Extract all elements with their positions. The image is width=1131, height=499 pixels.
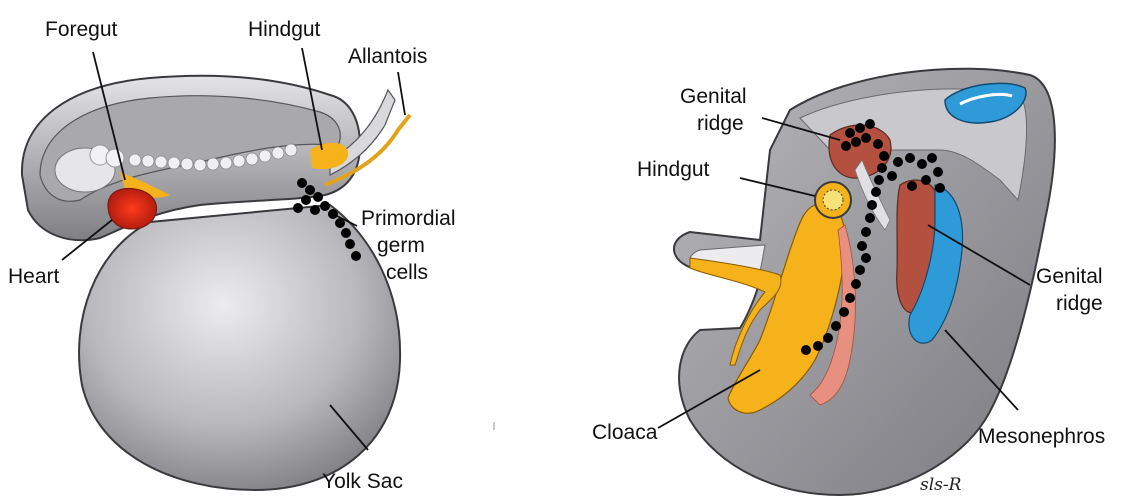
label-genital-ridge-top-1: Genital [680,85,747,108]
label-hindgut-right: Hindgut [637,158,710,181]
label-genital-ridge-top-2: ridge [697,112,744,135]
label-mesonephros: Mesonephros [978,425,1105,448]
label-genital-ridge-right-2: ridge [1056,292,1103,315]
label-pgc-2: germ [377,234,425,257]
label-pgc-1: Primordial [361,207,456,230]
label-genital-ridge-right-1: Genital [1036,265,1103,288]
label-foregut: Foregut [45,18,118,41]
left-embryo [22,76,410,490]
label-hindgut-left: Hindgut [248,18,321,41]
label-cloaca: Cloaca [592,421,658,444]
heart-organ [108,188,156,228]
label-heart: Heart [8,265,60,288]
artist-signature: sls-R [920,475,962,495]
label-yolk-sac: Yolk Sac [322,470,403,493]
label-pgc-3: cells [386,261,428,284]
label-allantois: Allantois [348,45,427,68]
